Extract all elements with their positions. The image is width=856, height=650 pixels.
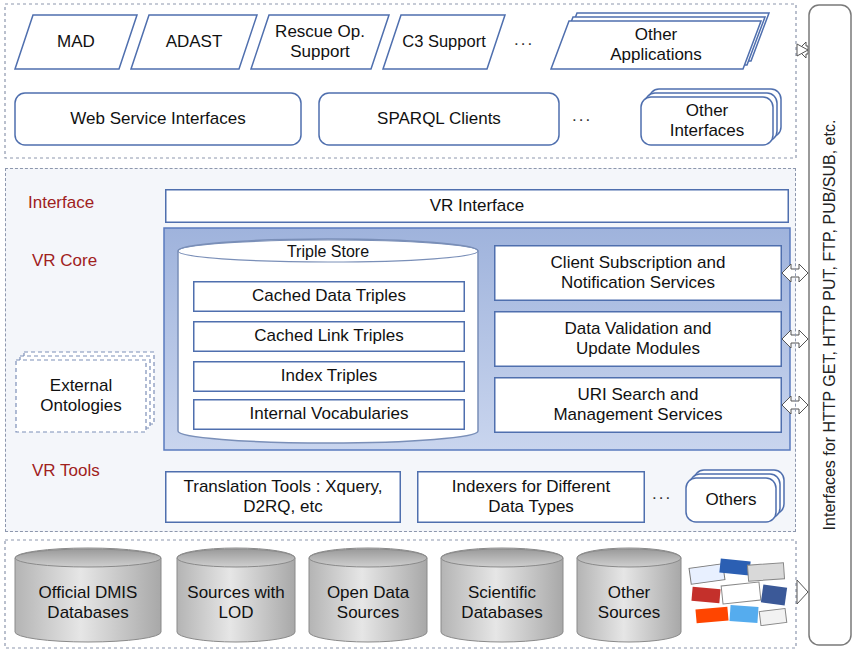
interface-box: Other Interfaces (640, 96, 774, 146)
store-box: Cached Link Triples (193, 321, 465, 352)
node-label: ADAST (166, 32, 223, 52)
store-box: Index Triples (193, 361, 465, 392)
vr-region-fill (5, 168, 796, 532)
ontology-box: External Ontologies (15, 359, 147, 433)
tool-box: Indexers for Different Data Types (417, 471, 645, 523)
interface-bar: VR Interface (165, 189, 789, 223)
database-cylinder: Scientific Databases (440, 548, 564, 642)
service-box: Data Validation and Update Modules (494, 311, 782, 367)
node-label: Open Data Sources (318, 583, 418, 624)
service-box: URI Search and Management Services (494, 377, 782, 433)
ellipsis-label: ... (572, 106, 592, 126)
double-arrow-connector (782, 330, 808, 348)
database-cylinder: Open Data Sources (308, 548, 428, 642)
node-label: Sources with LOD (186, 583, 286, 624)
arrow-head (797, 44, 808, 56)
node-label: VR Interface (430, 196, 525, 216)
double-arrow (798, 42, 808, 58)
database-cylinder: Other Sources (576, 548, 682, 642)
node-label: Data Validation and Update Modules (538, 319, 738, 360)
node-label: Other Applications (601, 25, 711, 66)
protocol-bar: Interfaces for HTTP GET, HTTP PUT, FTP, … (808, 4, 852, 646)
node-label: Cached Data Triples (252, 286, 406, 306)
tool-box: Translation Tools : Xquery, D2RQ, etc (165, 471, 401, 523)
node-label: Others (705, 490, 756, 510)
node-label: URI Search and Management Services (538, 385, 738, 426)
node-label: Interfaces for HTTP GET, HTTP PUT, FTP, … (820, 120, 839, 531)
node-label: Web Service Interfaces (70, 109, 245, 129)
source-region (5, 540, 796, 648)
node-label: MAD (57, 32, 95, 52)
database-cylinder: Sources with LOD (176, 548, 296, 642)
application-region (5, 4, 796, 158)
node-label: Index Triples (281, 366, 377, 386)
node-label: Other Sources (584, 583, 674, 624)
node-label: Other Interfaces (657, 101, 757, 142)
node-label: Triple Store (287, 242, 369, 261)
application-box: ADAST (130, 14, 258, 70)
application-box: Other Applications (550, 20, 762, 70)
layer-label: VR Core (32, 251, 102, 271)
application-box: C3 Support (382, 14, 506, 70)
ellipsis-label: ... (514, 30, 534, 50)
social-icons (689, 558, 787, 625)
core-panel (164, 228, 790, 450)
node-label: External Ontologies (31, 376, 131, 417)
node-label: Rescue Op. Support (270, 22, 370, 63)
service-box: Client Subscription and Notification Ser… (494, 245, 782, 301)
layer-label: Interface (28, 193, 138, 213)
database-cylinder: Official DMIS Databases (14, 548, 162, 642)
application-box: Rescue Op. Support (250, 14, 390, 70)
node-label: C3 Support (402, 32, 485, 52)
double-arrow-connector (782, 264, 808, 282)
node-label: Cached Link Triples (254, 326, 403, 346)
node-label: SPARQL Clients (377, 109, 501, 129)
store-box: Internal Vocabularies (193, 399, 465, 430)
vr-region: Interface VR Core VR Tools VR InterfaceTrip… (5, 168, 796, 532)
node-label: Client Subscription and Notification Ser… (518, 253, 758, 294)
node-label: Official DMIS Databases (23, 583, 153, 624)
node-label: Scientific Databases (447, 583, 557, 624)
node-label: Translation Tools : Xquery, D2RQ, etc (183, 477, 383, 518)
arrow-head (797, 580, 808, 604)
node-label: Indexers for Different Data Types (436, 477, 626, 518)
interface-box: SPARQL Clients (318, 92, 560, 146)
layer-label: VR Tools (32, 461, 102, 481)
node-label: Internal Vocabularies (250, 404, 409, 424)
store-box: Cached Data Triples (193, 281, 465, 312)
double-arrow-connector (782, 396, 808, 414)
tool-box: Others (685, 477, 777, 523)
interface-box: Web Service Interfaces (14, 92, 302, 146)
application-box: MAD (14, 14, 138, 70)
triple-store-cylinder: Triple StoreCached Data TriplesCached Li… (177, 239, 479, 443)
ellipsis-label: ... (652, 484, 672, 504)
